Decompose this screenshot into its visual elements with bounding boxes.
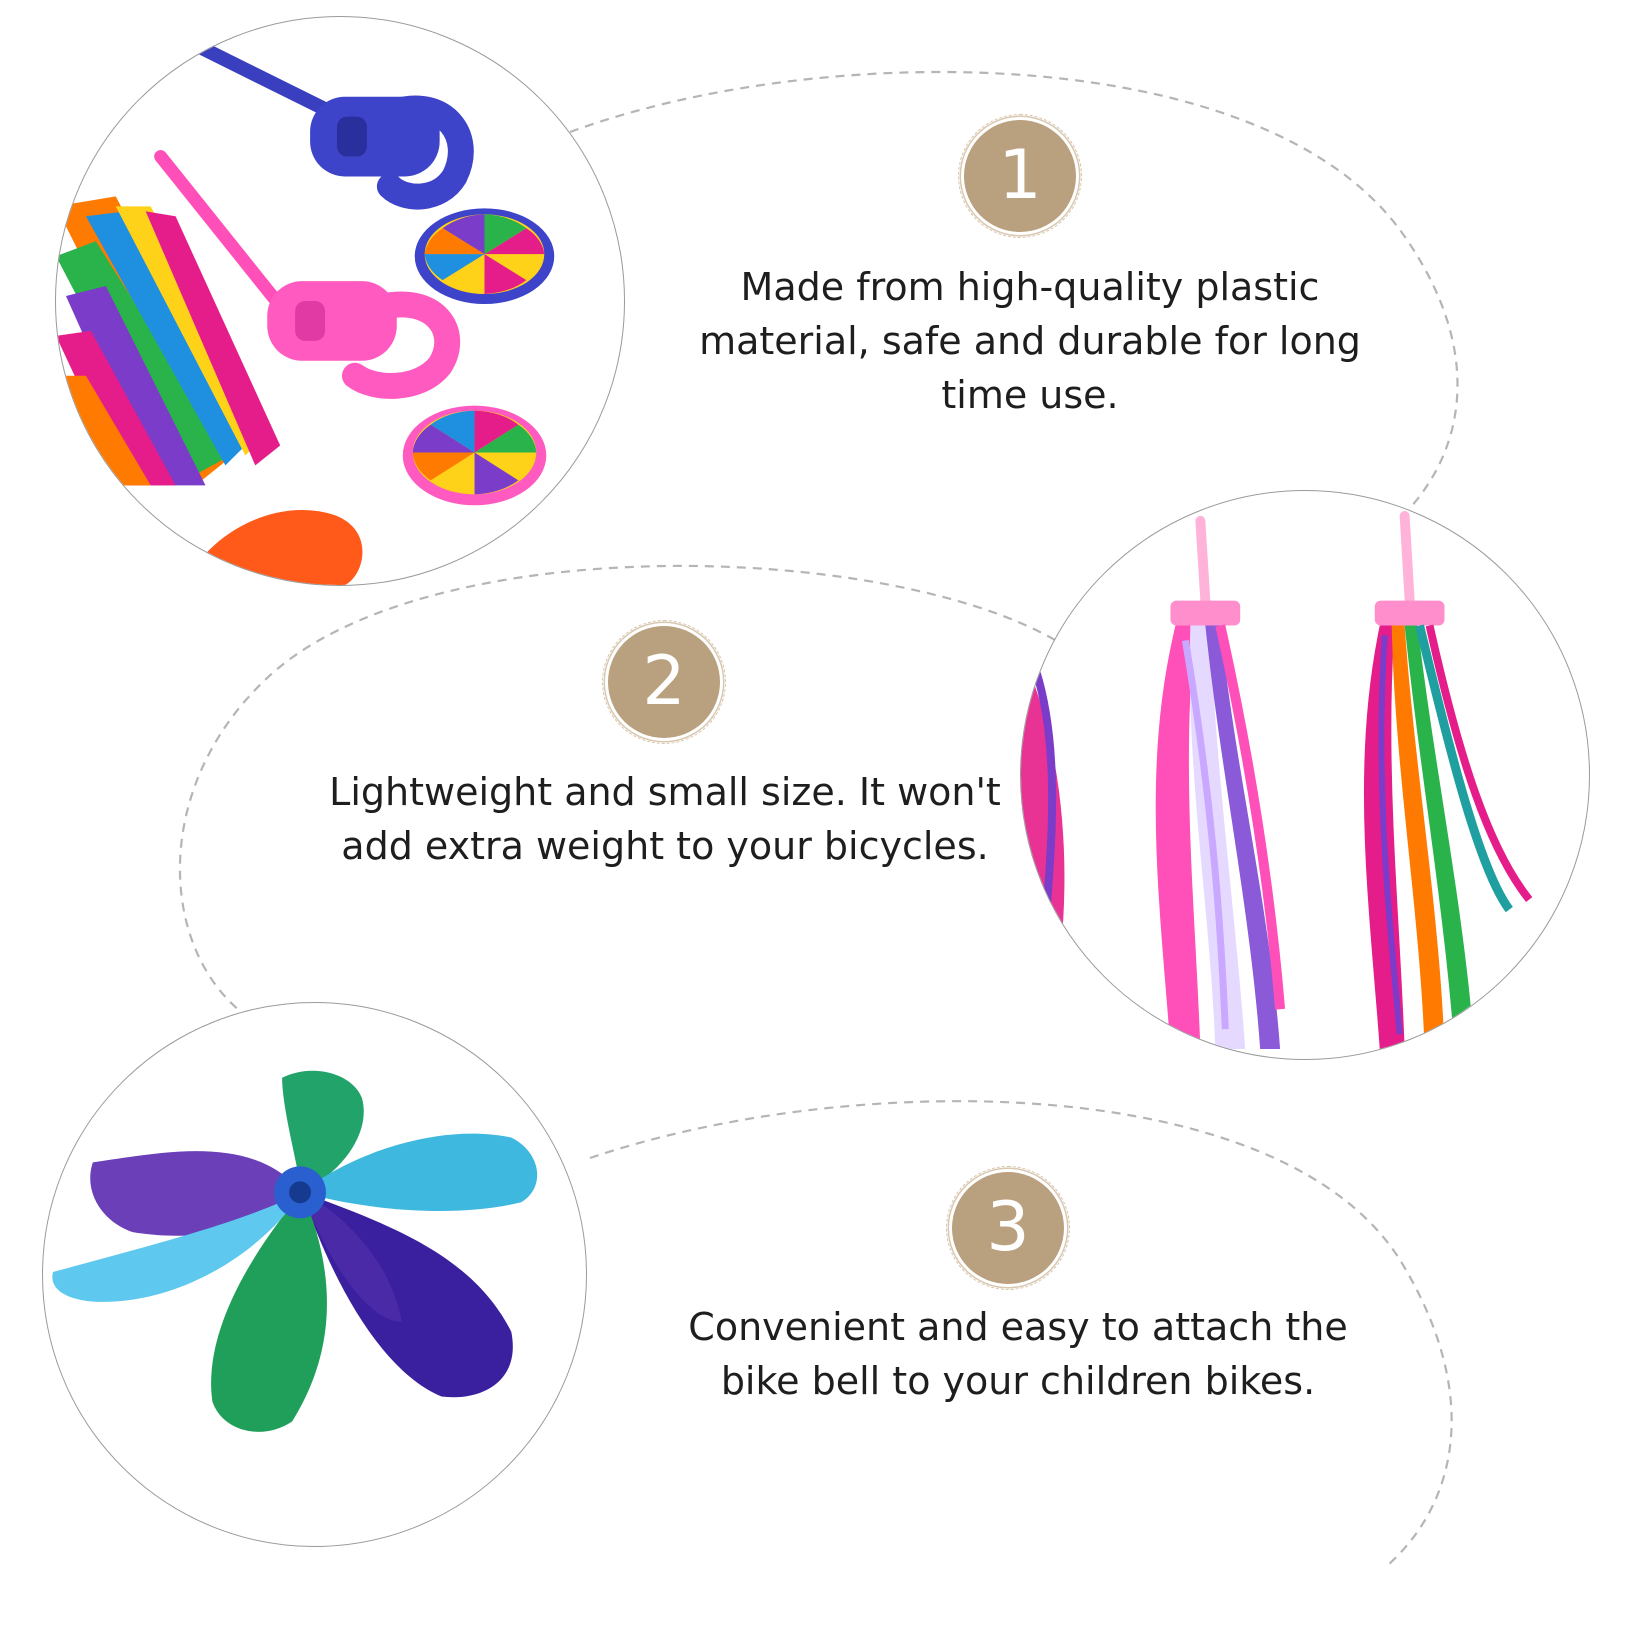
- clips-spinners-illustration: [56, 37, 555, 585]
- pink-clip: [154, 150, 461, 399]
- pinwheel-illustration: [52, 1070, 538, 1432]
- streamer-middle: [1155, 515, 1286, 1050]
- photo-streamers: [1020, 490, 1590, 1060]
- photo-pinwheel: [42, 1002, 587, 1547]
- feature-text-3: Convenient and easy to attach the bike b…: [688, 1305, 1348, 1403]
- step-badge-3: 3: [946, 1166, 1070, 1290]
- streamers-illustration: [1021, 510, 1533, 1050]
- pink-spinner-disc: [402, 405, 547, 506]
- step-badge-2: 2: [602, 620, 726, 744]
- orange-blade: [185, 510, 363, 585]
- feature-text-2: Lightweight and small size. It won't add…: [329, 770, 1001, 868]
- pinwheel: [52, 1070, 538, 1432]
- step-badge-1: 1: [958, 114, 1082, 238]
- streamer-right: [1363, 510, 1533, 1050]
- blue-clip: [188, 37, 474, 210]
- photo-clips-and-spinners: [55, 16, 625, 586]
- feature-text-1: Made from high-quality plastic material,…: [699, 265, 1361, 417]
- streamer-bundle: [56, 196, 281, 486]
- blue-spinner-disc: [414, 208, 555, 304]
